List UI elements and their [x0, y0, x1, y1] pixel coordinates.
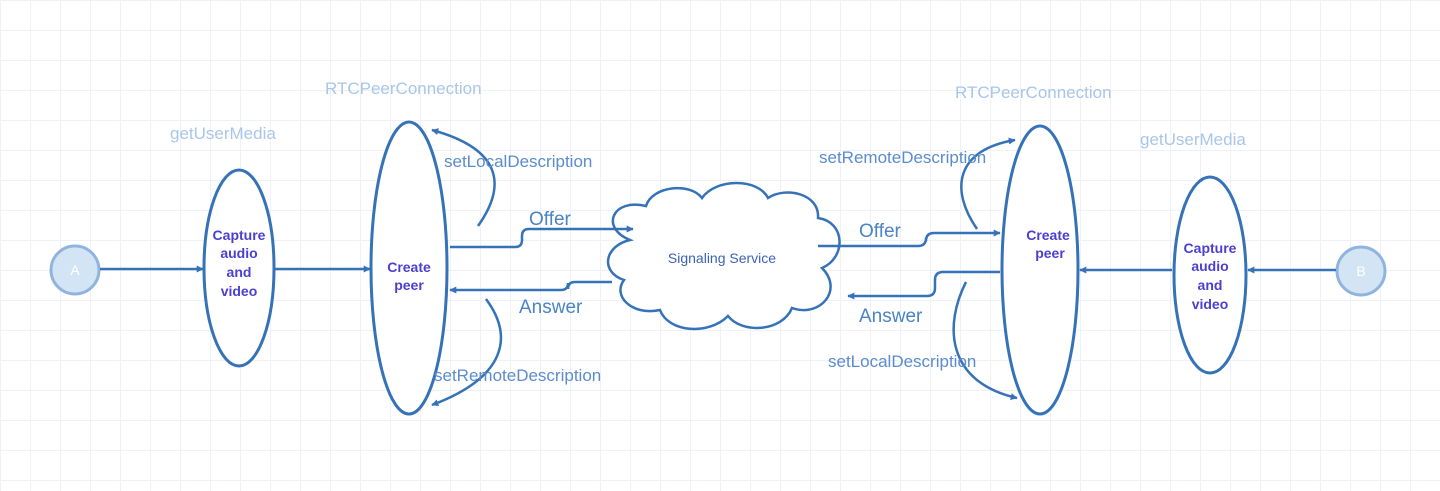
right-offer-label: Offer — [859, 221, 902, 242]
loop-right-set-remote — [960, 137, 1016, 230]
left-capture-line-2: audio — [220, 245, 257, 261]
loop-left-set-local — [431, 128, 496, 227]
signaling-cloud: Signaling Service — [606, 181, 841, 331]
left-set-local-label: setLocalDescription — [444, 152, 592, 171]
right-set-local-label: setLocalDescription — [828, 352, 976, 371]
terminal-b-label: B — [1356, 263, 1365, 279]
left-set-remote-label: setRemoteDescription — [434, 366, 601, 385]
arrow-left-answer — [449, 280, 612, 294]
right-connection-label: RTCPeerConnection — [955, 83, 1112, 102]
right-capture-node: Capture audio and video — [1172, 175, 1248, 375]
loop-left-set-remote — [431, 298, 503, 407]
left-capture-node: Capture audio and video — [202, 168, 276, 368]
arrow-right-answer — [847, 270, 1000, 300]
left-offer-label: Offer — [529, 209, 572, 230]
left-connection-label: RTCPeerConnection — [325, 79, 482, 98]
right-peer-line-2: peer — [1035, 245, 1065, 261]
right-media-label: getUserMedia — [1140, 130, 1246, 149]
terminal-a-label: A — [70, 262, 80, 278]
terminal-a: A — [49, 244, 101, 296]
arrow-right-offer — [818, 229, 1001, 248]
right-capture-line-4: video — [1192, 296, 1229, 312]
left-capture-line-1: Capture — [213, 227, 266, 243]
left-capture-line-3: and — [227, 264, 252, 280]
signaling-label: Signaling Service — [668, 250, 776, 266]
right-peer-line-1: Create — [1026, 227, 1070, 243]
right-answer-label: Answer — [859, 306, 923, 327]
left-capture-line-4: video — [221, 283, 258, 299]
arrow-left-offer — [450, 225, 634, 249]
right-capture-line-3: and — [1198, 277, 1223, 293]
right-peer-node: Create peer — [1000, 124, 1080, 416]
left-peer-node: Create peer — [369, 120, 449, 416]
left-peer-line-1: Create — [387, 259, 431, 275]
right-capture-line-1: Capture — [1184, 240, 1237, 256]
right-capture-line-2: audio — [1191, 258, 1228, 274]
loop-right-set-local — [952, 281, 1018, 401]
left-answer-label: Answer — [519, 297, 583, 318]
right-set-remote-label: setRemoteDescription — [819, 148, 986, 167]
left-peer-line-2: peer — [394, 277, 424, 293]
terminal-b: B — [1335, 245, 1387, 297]
left-media-label: getUserMedia — [170, 124, 276, 143]
